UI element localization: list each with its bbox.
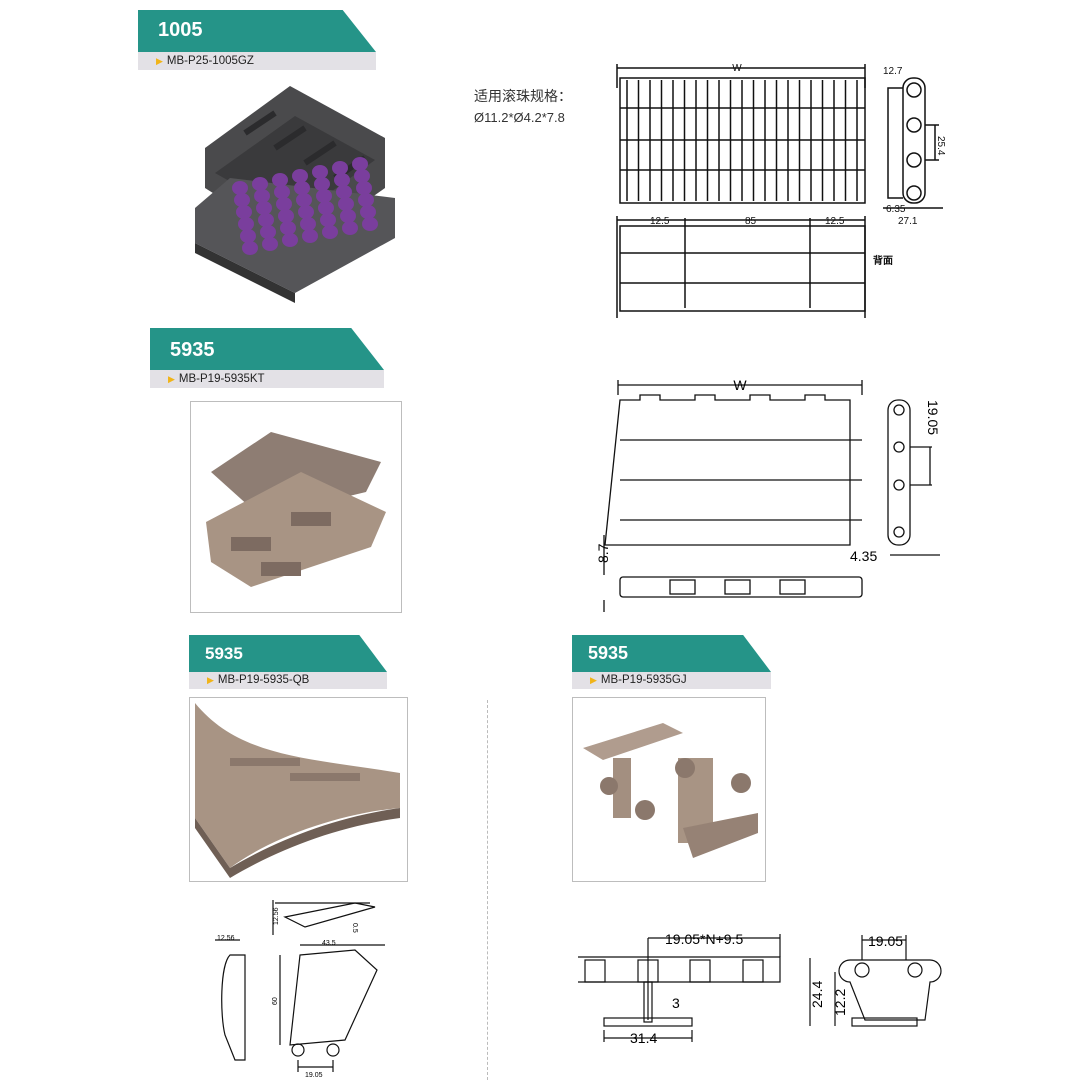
product-image-5935gj — [572, 697, 766, 882]
roller — [362, 217, 378, 231]
section-header-1005: 1005 ▶MB-P25-1005GZ — [138, 10, 376, 70]
dim-offset: 4.35 — [850, 548, 877, 564]
roller — [354, 169, 370, 183]
roller — [292, 169, 308, 183]
roller — [312, 165, 328, 179]
section-title: 5935 — [170, 339, 215, 361]
section-header-5935kt: 5935 ▶MB-P19-5935KT — [150, 328, 384, 388]
roller — [260, 225, 276, 239]
section-header-5935gj: 5935 ▶MB-P19-5935GJ — [572, 635, 771, 689]
dim-width: 43.5 — [322, 940, 336, 947]
roller — [320, 213, 336, 227]
product-code: MB-P19-5935KT — [178, 373, 265, 385]
drawing-5935gj: 19.05*N+9.5 3 31.4 19.05 24.4 12.2 — [578, 931, 942, 1046]
roller — [352, 157, 368, 171]
dim-pitch: 25.4 — [935, 136, 946, 156]
roller — [262, 237, 278, 251]
roller — [282, 233, 298, 247]
roller — [242, 241, 258, 255]
dim-thickness: 27.1 — [898, 216, 918, 227]
roller — [294, 181, 310, 195]
product-code: MB-P19-5935-QB — [217, 674, 310, 686]
dim-center: 85 — [745, 216, 757, 227]
dim-total: 24.4 — [809, 981, 825, 1008]
roller — [340, 209, 356, 223]
roller — [358, 193, 374, 207]
section-title: 5935 — [588, 643, 629, 663]
roller — [300, 217, 316, 231]
dim-angle: 0.5 — [351, 923, 358, 933]
dim-span: 19.05*N+9.5 — [665, 931, 743, 947]
roller — [302, 229, 318, 243]
dim-pitch: 19.05 — [305, 1072, 323, 1079]
roller — [252, 177, 268, 191]
dim-half: 12.2 — [832, 989, 848, 1016]
product-image-5935kt — [190, 401, 402, 613]
roller — [274, 185, 290, 199]
roller — [240, 229, 256, 243]
roller — [280, 221, 296, 235]
roller — [234, 193, 250, 207]
divider — [487, 700, 488, 1080]
roller — [342, 221, 358, 235]
label-back: 背面 — [873, 254, 893, 267]
roller — [332, 161, 348, 175]
roller — [298, 205, 314, 219]
dim-w: W — [733, 377, 747, 393]
dim-w: W — [732, 63, 742, 74]
dim-left: 12.5 — [650, 216, 670, 227]
section-title: 5935 — [205, 644, 243, 663]
roller — [272, 173, 288, 187]
spec-value: Ø11.2*Ø4.2*7.8 — [474, 110, 565, 125]
roller — [276, 197, 292, 211]
spec-label: 适用滚珠规格： — [474, 88, 572, 104]
roller — [296, 193, 312, 207]
dim-h1: 12.56 — [273, 907, 280, 925]
roller — [314, 177, 330, 191]
roller — [338, 197, 354, 211]
roller — [236, 205, 252, 219]
roller — [238, 217, 254, 231]
product-code: MB-P19-5935GJ — [600, 674, 687, 686]
arrow-icon: ▶ — [590, 675, 597, 685]
roller — [334, 173, 350, 187]
drawing-5935kt: W 19.05 4.35 8.7 — [595, 377, 941, 612]
product-image-1005 — [195, 86, 395, 303]
roller — [256, 201, 272, 215]
drawing-5935qb: 12.56 12.56 0.5 43.5 60 19.05 — [215, 900, 385, 1079]
section-title: 1005 — [158, 19, 203, 41]
roller — [254, 189, 270, 203]
roller — [318, 201, 334, 215]
product-code: MB-P25-1005GZ — [166, 55, 254, 67]
roller — [316, 189, 332, 203]
section-header-5935qb: 5935 ▶MB-P19-5935-QB — [189, 635, 387, 689]
roller — [336, 185, 352, 199]
dim-right: 12.5 — [825, 216, 845, 227]
dim-pitch: 19.05 — [925, 400, 941, 435]
dim-pitch: 19.05 — [868, 933, 903, 949]
roller — [360, 205, 376, 219]
arrow-icon: ▶ — [168, 374, 175, 384]
dim-stem: 3 — [672, 995, 680, 1011]
roller — [356, 181, 372, 195]
dim-offset: 6.35 — [886, 204, 906, 215]
product-image-5935qb — [189, 697, 408, 882]
arrow-icon: ▶ — [156, 56, 163, 66]
arrow-icon: ▶ — [207, 675, 214, 685]
roller — [278, 209, 294, 223]
roller — [258, 213, 274, 227]
roller — [232, 181, 248, 195]
dim-height: 60 — [272, 997, 279, 1005]
dim-t: 12.56 — [217, 935, 235, 942]
roller — [322, 225, 338, 239]
dim-height: 8.7 — [595, 543, 611, 563]
dim-pitch-top: 12.7 — [883, 66, 903, 77]
drawing-1005: W 12.5 85 12.5 背面 12.7 25.4 6.35 27.1 — [616, 63, 946, 318]
dim-base: 31.4 — [630, 1030, 657, 1046]
